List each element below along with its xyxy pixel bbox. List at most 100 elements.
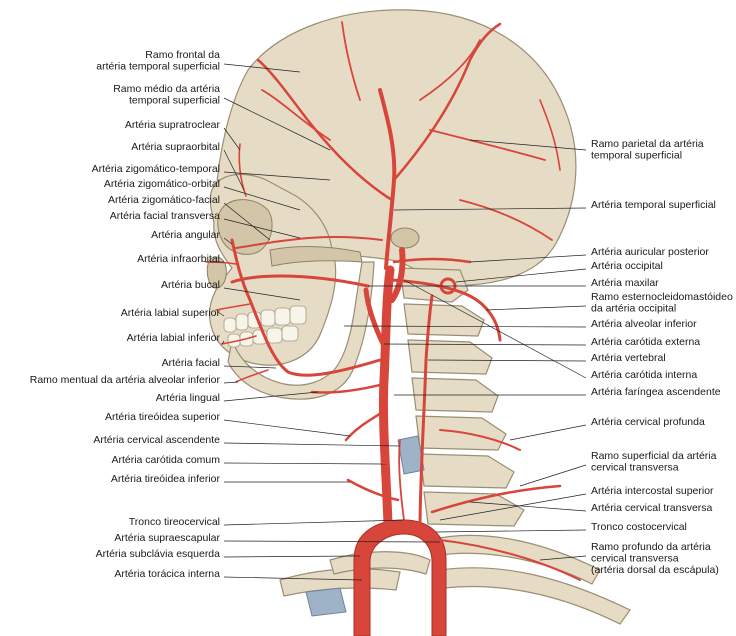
label-right-9: Artéria carótida interna bbox=[591, 369, 697, 381]
label-line: Artéria facial transversa bbox=[110, 210, 220, 222]
label-line: Artéria intercostal superior bbox=[591, 485, 714, 497]
tooth bbox=[223, 317, 237, 333]
label-right-7: Artéria carótida externa bbox=[591, 336, 700, 348]
cervical-spine bbox=[399, 267, 525, 527]
rib bbox=[439, 567, 631, 625]
labial-artery bbox=[221, 335, 257, 345]
label-line: Ramo mentual da artéria alveolar inferio… bbox=[30, 374, 221, 386]
label-line: Artéria zigomático-facial bbox=[108, 194, 220, 206]
arteries bbox=[205, 21, 581, 636]
internal-carotid-artery bbox=[389, 247, 406, 303]
label-line: Artéria temporal superficial bbox=[591, 199, 716, 211]
label-left-17: Artéria cervical ascendente bbox=[93, 434, 220, 446]
maxillary-artery bbox=[230, 274, 370, 288]
posterior-auricular-artery bbox=[392, 257, 472, 264]
label-line: Artéria occipital bbox=[591, 260, 663, 272]
mandible bbox=[227, 261, 375, 400]
scalp-branch bbox=[539, 99, 561, 171]
label-line: Artéria carótida interna bbox=[591, 369, 697, 381]
label-line: Artéria labial superior bbox=[121, 307, 221, 319]
subclavian-artery bbox=[353, 519, 447, 636]
label-left-13: Artéria facial bbox=[162, 357, 220, 369]
label-left-2: Artéria supratroclear bbox=[125, 119, 221, 131]
label-line: Artéria subclávia esquerda bbox=[96, 548, 220, 560]
vertebra bbox=[419, 453, 515, 489]
label-line: Ramo frontal da bbox=[145, 49, 220, 61]
label-line: Artéria vertebral bbox=[591, 352, 666, 364]
label-left-16: Artéria tireóidea superior bbox=[105, 411, 220, 423]
label-line: Artéria angular bbox=[151, 229, 220, 241]
label-line: temporal superficial bbox=[591, 150, 682, 162]
label-left-19: Artéria tireóidea inferior bbox=[111, 473, 221, 485]
tooth bbox=[260, 309, 276, 327]
tooth bbox=[274, 307, 291, 326]
label-line: Ramo esternocleidomastóideo bbox=[591, 291, 733, 303]
scalp-branch bbox=[419, 39, 481, 101]
label-line: cervical transversa bbox=[591, 462, 679, 474]
tooth bbox=[266, 327, 283, 344]
label-left-18: Artéria carótida comum bbox=[111, 454, 220, 466]
label-line: Artéria tireóidea superior bbox=[105, 411, 220, 423]
supraorbital-artery bbox=[238, 143, 247, 197]
label-right-15: Tronco costocervical bbox=[591, 521, 687, 533]
label-left-23: Artéria torácica interna bbox=[114, 568, 220, 580]
label-line: Artéria cervical transversa bbox=[591, 502, 713, 514]
label-line: (artéria dorsal da escápula) bbox=[591, 564, 719, 576]
common-carotid-artery bbox=[378, 265, 395, 529]
suprascapular-artery bbox=[439, 539, 581, 581]
label-line: da artéria occipital bbox=[591, 303, 676, 315]
label-line: Artéria torácica interna bbox=[114, 568, 220, 580]
label-line: artéria temporal superficial bbox=[96, 61, 220, 73]
vertebra bbox=[403, 303, 485, 337]
transverse-facial-artery bbox=[235, 236, 383, 249]
trachea bbox=[305, 587, 347, 617]
label-left-6: Artéria zigomático-facial bbox=[108, 194, 220, 206]
lingual-artery bbox=[310, 382, 386, 394]
label-left-20: Tronco tireocervical bbox=[129, 516, 220, 528]
label-left-11: Artéria labial superior bbox=[121, 307, 221, 319]
leader-lines bbox=[210, 63, 587, 581]
label-left-9: Artéria infraorbital bbox=[137, 253, 220, 265]
label-line: Artéria supraorbital bbox=[131, 141, 220, 153]
label-left-8: Artéria angular bbox=[151, 229, 220, 241]
label-line: Artéria lingual bbox=[156, 392, 220, 404]
label-line: Artéria bucal bbox=[161, 279, 220, 291]
label-line: Tronco costocervical bbox=[591, 521, 687, 533]
scalp-branch bbox=[429, 129, 546, 161]
skeleton bbox=[206, 9, 631, 625]
label-right-10: Artéria faríngea ascendente bbox=[591, 386, 721, 398]
tooth bbox=[289, 305, 307, 325]
vertebra bbox=[407, 339, 493, 375]
occipital-artery bbox=[390, 278, 502, 342]
vertebral-artery bbox=[418, 294, 434, 532]
label-left-21: Artéria supraescapular bbox=[114, 532, 220, 544]
label-line: Artéria labial inferior bbox=[127, 332, 221, 344]
label-left-3: Artéria supraorbital bbox=[131, 141, 220, 153]
label-left-7: Artéria facial transversa bbox=[110, 210, 220, 222]
parietal-branch bbox=[392, 22, 502, 182]
label-left-10: Artéria bucal bbox=[161, 279, 220, 291]
scalp-branch bbox=[261, 89, 331, 141]
scalp-branch bbox=[459, 199, 553, 241]
label-right-3: Artéria occipital bbox=[591, 260, 663, 272]
external-carotid-artery bbox=[363, 287, 389, 353]
inferior-thyroid-artery bbox=[346, 478, 400, 502]
label-line: temporal superficial bbox=[129, 95, 220, 107]
label-line: Artéria zigomático-temporal bbox=[92, 163, 220, 175]
label-left-15: Artéria lingual bbox=[156, 392, 220, 404]
label-right-13: Artéria intercostal superior bbox=[591, 485, 714, 497]
label-line: Artéria auricular posterior bbox=[591, 246, 709, 258]
label-line: cervical transversa bbox=[591, 553, 679, 565]
label-line: Ramo parietal da artéria bbox=[591, 138, 704, 150]
label-line: Artéria maxilar bbox=[591, 277, 659, 289]
label-right-1: Artéria temporal superficial bbox=[591, 199, 716, 211]
label-line: Artéria facial bbox=[162, 357, 220, 369]
label-line: Artéria tireóidea inferior bbox=[111, 473, 221, 485]
label-right-14: Artéria cervical transversa bbox=[591, 502, 713, 514]
